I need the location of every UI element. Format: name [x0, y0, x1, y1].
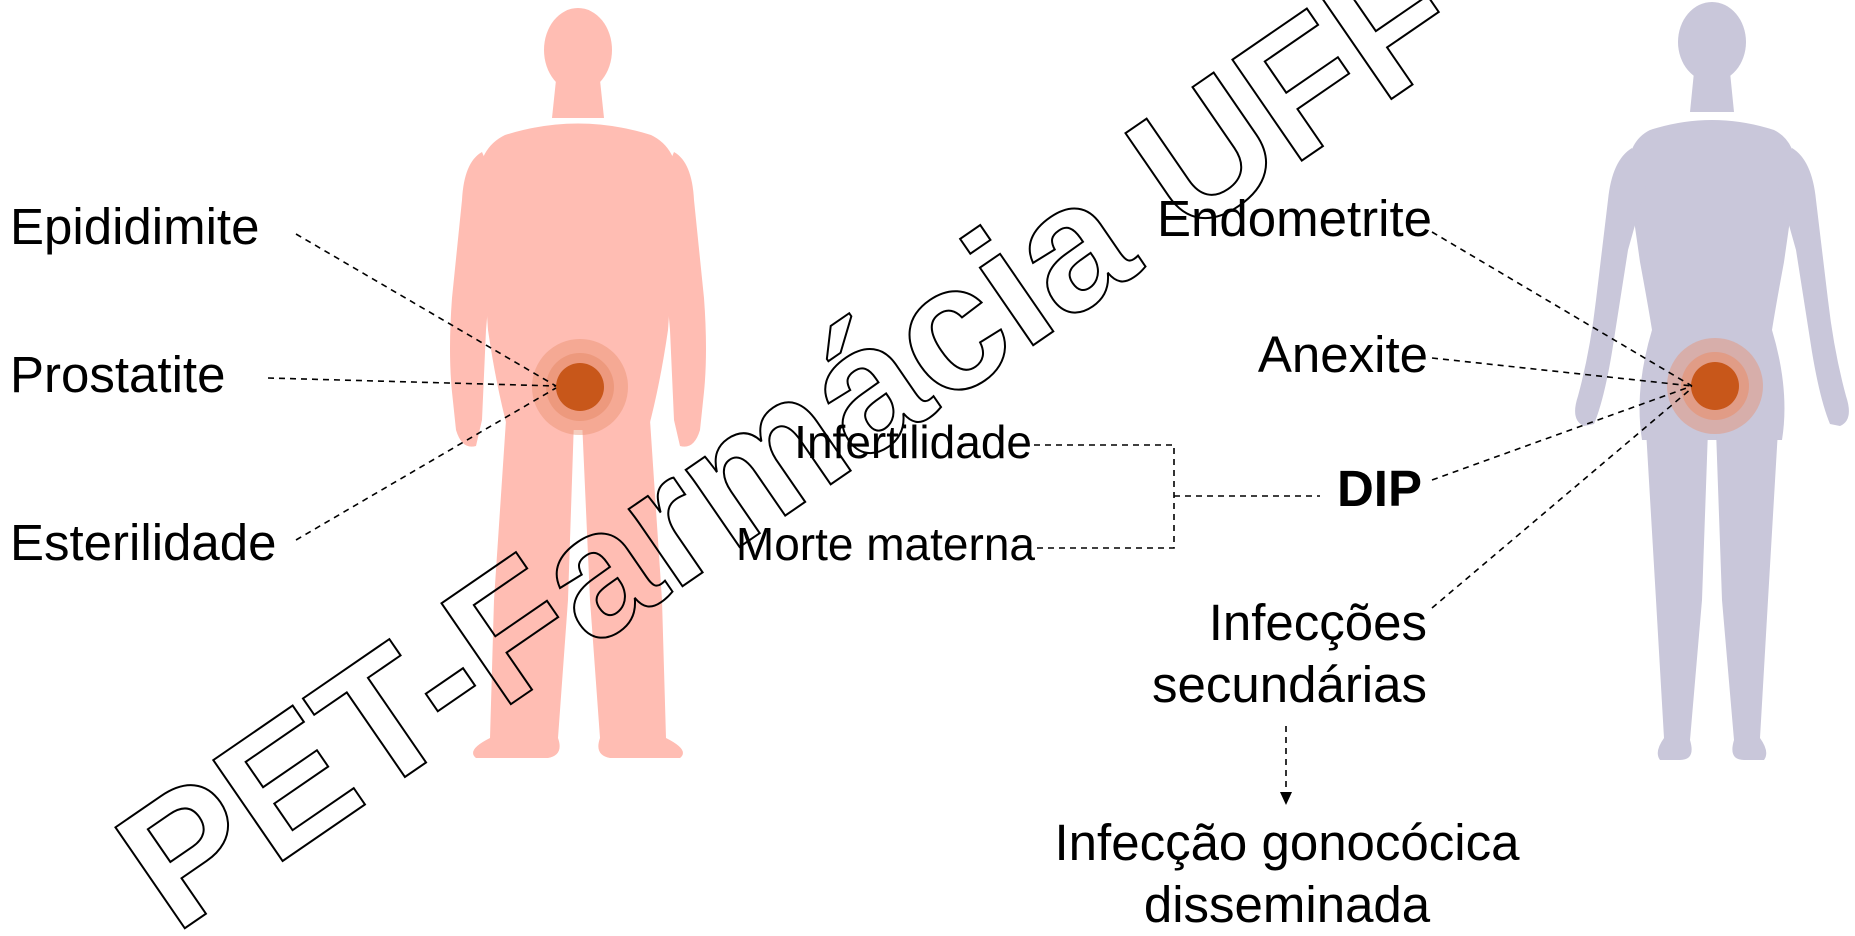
label-disseminada-line1: Infecção gonocócica — [1030, 812, 1544, 874]
male-infection-marker — [532, 339, 628, 435]
label-disseminada-line2: disseminada — [1030, 874, 1544, 936]
label-epididimite: Epididimite — [10, 198, 259, 257]
female-right-arm — [1778, 148, 1849, 426]
label-infeccoes-line2: secundárias — [1152, 654, 1427, 716]
label-esterilidade: Esterilidade — [10, 514, 276, 573]
female-head — [1678, 2, 1746, 82]
female-infection-marker — [1667, 338, 1763, 434]
female-left-leg — [1646, 430, 1708, 760]
label-infeccao-gonococica-disseminada: Infecção gonocócica disseminada — [1030, 812, 1544, 936]
label-endometrite: Endometrite — [1157, 190, 1432, 249]
female-right-leg — [1716, 430, 1778, 760]
label-dip: DIP — [1337, 460, 1422, 519]
male-neck — [552, 80, 604, 118]
female-infection-core — [1691, 362, 1739, 410]
arrowhead-down — [1280, 792, 1292, 805]
label-infeccoes-secundarias: Infecções secundárias — [1152, 592, 1427, 716]
label-infertilidade: Infertilidade — [794, 416, 1032, 469]
label-morte-materna: Morte materna — [736, 518, 1035, 571]
label-anexite: Anexite — [1258, 326, 1428, 385]
bracket-complications — [1034, 445, 1174, 548]
label-infeccoes-line1: Infecções — [1152, 592, 1427, 654]
female-left-arm — [1575, 148, 1646, 426]
watermark-text: PET-Farmácia UFF — [84, 0, 1493, 930]
label-prostatite: Prostatite — [10, 346, 225, 405]
male-head — [544, 8, 612, 92]
male-infection-core — [556, 363, 604, 411]
female-neck — [1690, 72, 1734, 112]
